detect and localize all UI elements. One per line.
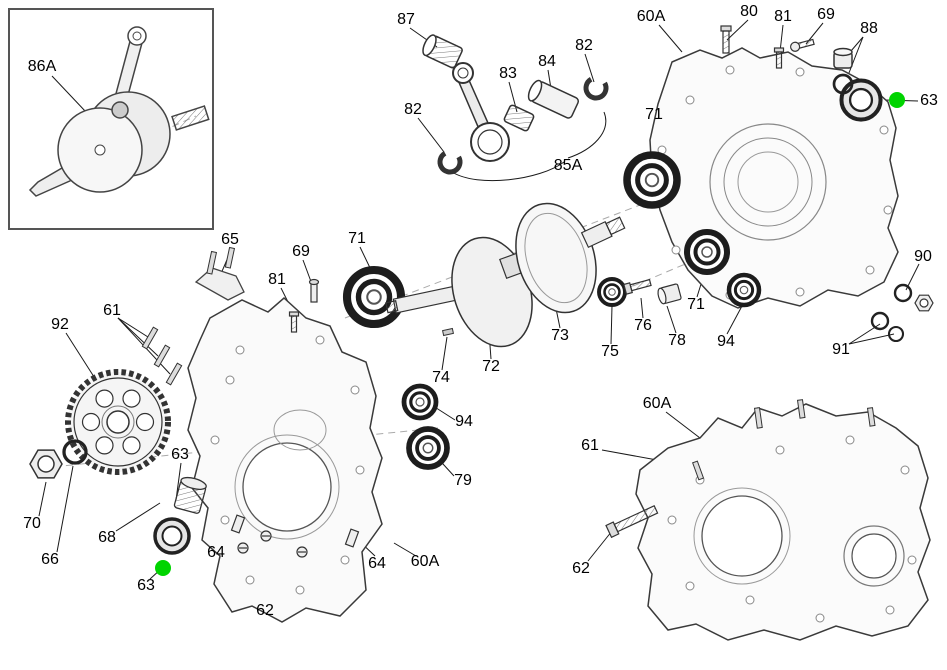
highlight-dot-63-a xyxy=(889,92,905,108)
part-label-68[interactable]: 68 xyxy=(98,529,116,546)
part-label-73[interactable]: 73 xyxy=(551,327,569,344)
right-crankcase-cover-drawing xyxy=(597,25,934,343)
part-label-82-a[interactable]: 82 xyxy=(404,101,422,118)
center-crankshaft-drawing xyxy=(347,202,626,467)
part-label-80[interactable]: 80 xyxy=(740,3,758,20)
part-label-92[interactable]: 92 xyxy=(51,316,69,333)
part-label-83[interactable]: 83 xyxy=(499,65,517,82)
part-label-61-b[interactable]: 61 xyxy=(581,437,599,454)
part-label-63-c[interactable]: 63 xyxy=(137,577,155,594)
part-label-64-a[interactable]: 64 xyxy=(207,544,225,561)
part-label-62-b[interactable]: 62 xyxy=(572,560,590,577)
part-label-60A-c[interactable]: 60A xyxy=(642,395,672,412)
highlight-dot-63-c xyxy=(155,560,171,576)
part-label-63-b[interactable]: 63 xyxy=(171,446,189,463)
part-label-76[interactable]: 76 xyxy=(634,317,652,334)
part-label-64-b[interactable]: 64 xyxy=(368,555,386,572)
part-label-71-c[interactable]: 71 xyxy=(348,230,366,247)
part-label-86A[interactable]: 86A xyxy=(27,58,57,75)
part-label-79[interactable]: 79 xyxy=(454,472,472,489)
part-label-88[interactable]: 88 xyxy=(860,20,878,37)
assembled-crankcase-drawing xyxy=(605,399,931,641)
inset-crankshaft-86a-drawing xyxy=(28,26,210,197)
part-label-75[interactable]: 75 xyxy=(601,343,619,360)
part-label-69-a[interactable]: 69 xyxy=(817,6,835,23)
part-label-70[interactable]: 70 xyxy=(23,515,41,532)
part-label-84[interactable]: 84 xyxy=(538,53,556,70)
left-crankcase-drawing xyxy=(29,246,383,623)
part-label-72[interactable]: 72 xyxy=(482,358,500,375)
part-label-66[interactable]: 66 xyxy=(41,551,59,568)
part-label-71-b[interactable]: 71 xyxy=(687,296,705,313)
part-label-71-a[interactable]: 71 xyxy=(645,106,663,123)
part-label-60A-b[interactable]: 60A xyxy=(410,553,440,570)
part-label-82-b[interactable]: 82 xyxy=(575,37,593,54)
part-label-94-a[interactable]: 94 xyxy=(717,333,735,350)
part-label-85A[interactable]: 85A xyxy=(553,157,583,174)
part-label-90[interactable]: 90 xyxy=(914,248,932,265)
part-label-94-b[interactable]: 94 xyxy=(455,413,473,430)
part-label-69-b[interactable]: 69 xyxy=(292,243,310,260)
part-label-81-a[interactable]: 81 xyxy=(774,8,792,25)
part-label-74[interactable]: 74 xyxy=(432,369,450,386)
part-label-61-a[interactable]: 61 xyxy=(103,302,121,319)
part-label-78[interactable]: 78 xyxy=(668,332,686,349)
inset-box-86a xyxy=(8,8,214,230)
part-label-63-a[interactable]: 63 xyxy=(920,92,938,109)
part-label-87[interactable]: 87 xyxy=(397,11,415,28)
part-label-91[interactable]: 91 xyxy=(832,341,850,358)
connecting-rod-group-drawing xyxy=(422,34,609,175)
part-label-65[interactable]: 65 xyxy=(221,231,239,248)
part-label-81-b[interactable]: 81 xyxy=(268,271,286,288)
part-label-62-a[interactable]: 62 xyxy=(256,602,274,619)
part-label-60A-a[interactable]: 60A xyxy=(636,8,666,25)
